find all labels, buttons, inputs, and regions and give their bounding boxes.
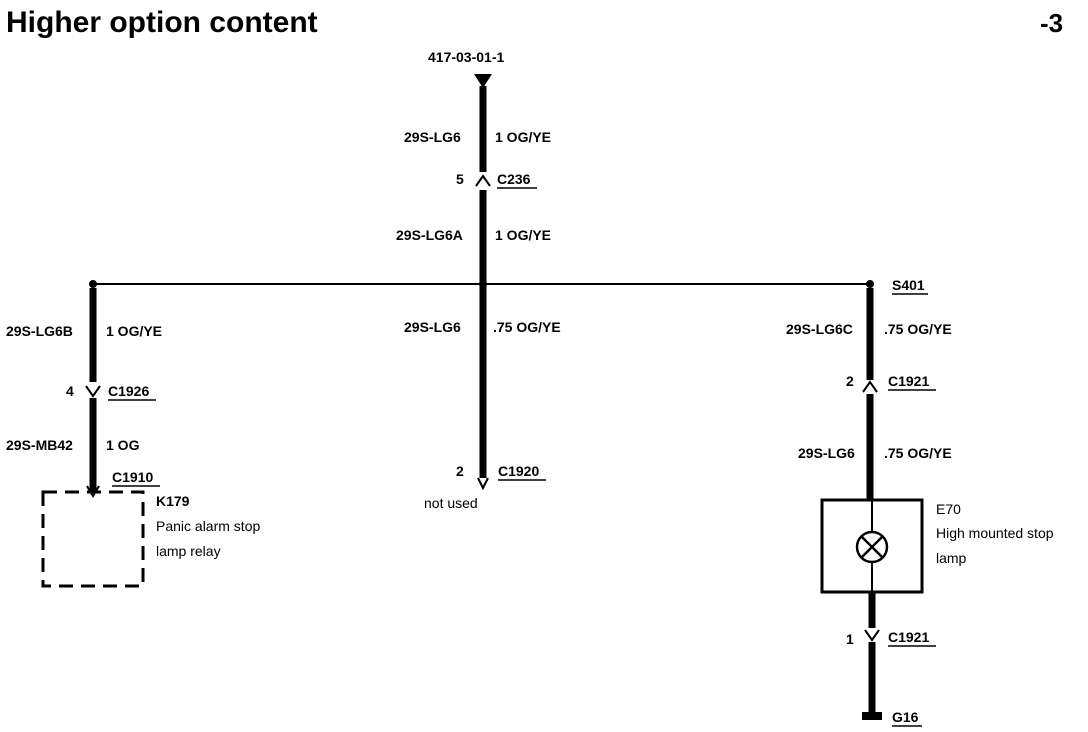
right-seg2-circuit: 29S-LG6 [798, 445, 855, 461]
connector-c1926-icon [85, 385, 101, 398]
splice-dot-center [479, 280, 487, 288]
splice-dot-left [89, 280, 97, 288]
center-seg3-circuit: 29S-LG6 [404, 319, 461, 335]
c1920-note: not used [424, 495, 478, 511]
lamp-bulb-icon [855, 530, 889, 564]
c1921-bottom-id: C1921 [888, 629, 929, 645]
connector-c1921-top-icon [862, 380, 878, 393]
center-seg1-gauge: 1 OG/YE [495, 129, 551, 145]
k179-id: K179 [156, 493, 190, 509]
e70-desc-line2: lamp [936, 550, 967, 566]
page-ref: -3 [1040, 8, 1063, 38]
right-seg1-circuit: 29S-LG6C [786, 321, 853, 337]
splice-s401-id: S401 [892, 277, 925, 293]
left-seg1-circuit: 29S-LG6B [6, 323, 73, 339]
c1926-id: C1926 [108, 383, 149, 399]
center-seg2-circuit: 29S-LG6A [396, 227, 463, 243]
ground-g16-icon [862, 712, 882, 720]
center-seg1-circuit: 29S-LG6 [404, 129, 461, 145]
top-ref-label: 417-03-01-1 [428, 49, 504, 65]
c1921-bottom-pin: 1 [846, 631, 854, 647]
center-seg2-gauge: 1 OG/YE [495, 227, 551, 243]
left-seg1-gauge: 1 OG/YE [106, 323, 162, 339]
c1921-top-pin: 2 [846, 373, 854, 389]
g16-id: G16 [892, 709, 919, 725]
splice-dot-right [866, 280, 874, 288]
left-seg2-circuit: 29S-MB42 [6, 437, 73, 453]
left-seg2-gauge: 1 OG [106, 437, 140, 453]
right-seg1-gauge: .75 OG/YE [884, 321, 952, 337]
c1920-pin: 2 [456, 463, 464, 479]
page-title: Higher option content [6, 6, 318, 39]
center-seg3-gauge: .75 OG/YE [493, 319, 561, 335]
e70-id: E70 [936, 501, 961, 517]
connector-c1921-bottom-icon [864, 629, 880, 642]
top-ref-arrow-icon [474, 74, 492, 88]
right-seg2-gauge: .75 OG/YE [884, 445, 952, 461]
connector-c236-icon [475, 174, 491, 187]
c1926-pin: 4 [66, 383, 74, 399]
c1921-top-id: C1921 [888, 373, 929, 389]
relay-k179-box [41, 490, 145, 588]
c1920-id: C1920 [498, 463, 539, 479]
c236-pin: 5 [456, 171, 464, 187]
c1910-id: C1910 [112, 469, 153, 485]
connector-c1910-icon [86, 485, 100, 498]
c236-id: C236 [497, 171, 531, 187]
k179-desc-line2: lamp relay [156, 543, 221, 559]
e70-desc-line1: High mounted stop [936, 525, 1054, 541]
connector-c1920-icon [477, 477, 489, 491]
k179-desc-line1: Panic alarm stop [156, 518, 260, 534]
